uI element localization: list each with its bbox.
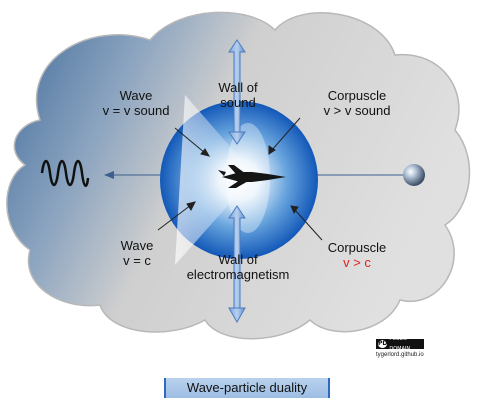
public-domain-text: PUBLIC DOMAIN [389, 336, 411, 352]
sphere-icon [403, 164, 425, 186]
wave-squiggle-icon [40, 159, 90, 187]
public-domain-icon: PD [378, 340, 388, 348]
pointer-lines [157, 117, 323, 241]
vertical-arrow-em [228, 205, 246, 324]
vertical-arrow-sound [228, 39, 246, 145]
jet-plane-icon [218, 165, 286, 188]
diagram-title: Wave-particle duality [164, 378, 330, 398]
credit-text: tygerlord.github.io [376, 352, 424, 358]
public-domain-badge: PD PUBLIC DOMAIN [376, 336, 424, 352]
